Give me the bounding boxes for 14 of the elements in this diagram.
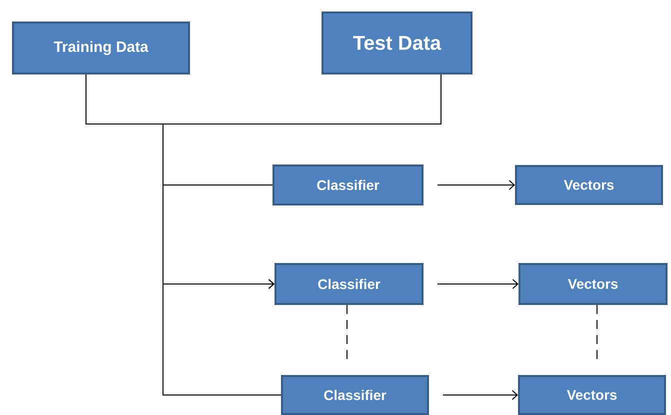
arrow: [437, 180, 515, 190]
process-box: Classifier: [281, 375, 429, 415]
dashed-line: [596, 304, 598, 362]
connector-line: [162, 74, 442, 396]
arrow: [437, 279, 518, 289]
process-box: Vectors: [515, 165, 663, 205]
dashed-line: [346, 304, 348, 362]
process-box: Vectors: [518, 375, 666, 415]
process-box: Classifier: [272, 164, 424, 206]
arrow: [442, 390, 518, 400]
process-box: Vectors: [518, 263, 668, 305]
process-box: Test Data: [322, 12, 472, 74]
process-box: Training Data: [12, 22, 190, 74]
process-box: Classifier: [274, 263, 424, 305]
